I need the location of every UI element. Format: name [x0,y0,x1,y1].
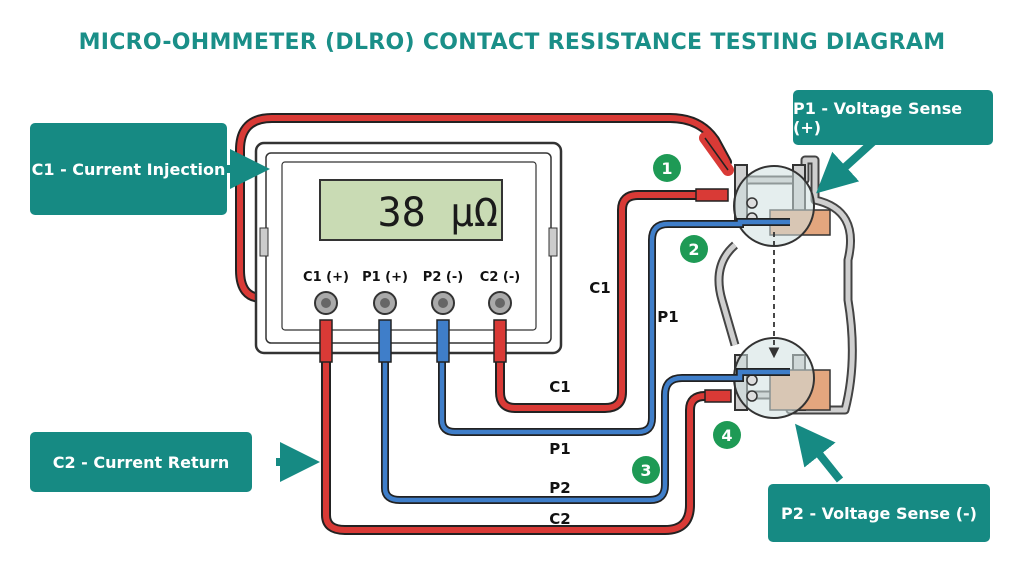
callout-p2-voltage-sense-negative: P2 - Voltage Sense (-) [768,484,990,542]
lcd-display [319,179,503,241]
callout-c2-current-return: C2 - Current Return [30,432,252,492]
terminal-label-c1: C1 (+) [303,270,349,285]
lead-label-c1-vertical: C1 [589,279,610,297]
marker-1: 1 [653,154,681,182]
test-object [714,155,857,419]
marker-2: 2 [680,235,708,263]
svg-text:3: 3 [640,461,651,480]
diagram-title: MICRO-OHMMETER (DLRO) CONTACT RESISTANCE… [78,30,946,55]
callout-c1-current-injection: C1 - Current Injection [30,123,227,215]
lead-label-p2-bottom: P2 [549,479,570,497]
leads [235,113,790,535]
lead-sleeves [319,319,507,363]
terminal-label-p1: P1 (+) [362,270,408,285]
terminal-p2[interactable] [431,291,455,315]
lead-label-c1-bottom: C1 [549,378,570,396]
callout-p2-label: P2 - Voltage Sense (-) [781,503,977,523]
terminal-c1[interactable] [314,291,338,315]
micro-ohmmeter: 38 μΩ C1 (+) P1 (+) P2 (-) C2 (-) [254,141,563,355]
marker-4: 4 [713,421,741,449]
callout-p1-voltage-sense-positive: P1 - Voltage Sense (+) [793,90,993,145]
terminal-p1[interactable] [373,291,397,315]
callout-c1-label: C1 - Current Injection [31,159,226,179]
svg-text:4: 4 [721,426,732,445]
terminal-c2[interactable] [488,291,512,315]
terminal-label-c2: C2 (-) [480,270,520,285]
marker-3: 3 [632,456,660,484]
lead-label-p1-vertical: P1 [657,308,678,326]
lead-label-c2-bottom: C2 [549,510,570,528]
svg-text:2: 2 [688,240,699,259]
terminal-label-p2: P2 (-) [423,270,463,285]
callout-c2-label: C2 - Current Return [52,452,230,472]
callout-arrows [227,137,878,483]
callout-p1-label: P1 - Voltage Sense (+) [793,98,963,137]
lcd-reading: 38 μΩ [378,190,498,236]
svg-text:1: 1 [661,159,672,178]
lead-label-p1-bottom: P1 [549,440,570,458]
